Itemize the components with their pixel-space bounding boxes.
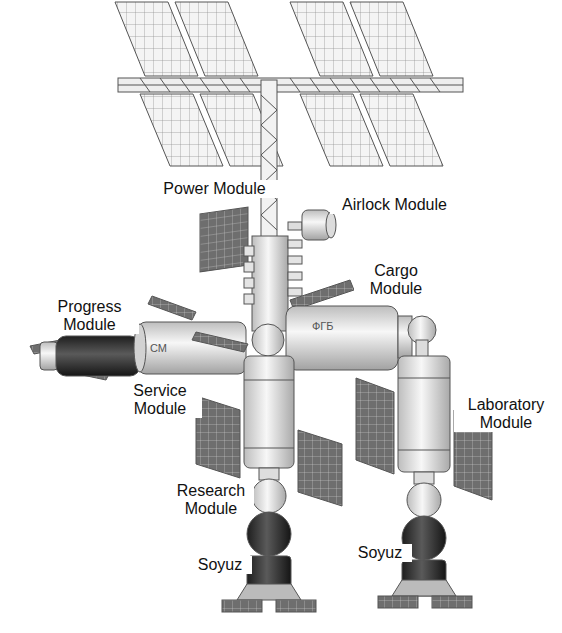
module-label: Research Module [168, 482, 254, 518]
module-label: Power Module [150, 180, 279, 198]
module-label: Progress Module [40, 298, 139, 334]
module-marking: СМ [150, 342, 167, 354]
spacecraft-label: Soyuz [188, 556, 252, 574]
module-label: Cargo Module [354, 262, 438, 298]
module-label: Airlock Module [330, 196, 459, 214]
module-label: Laboratory Module [454, 396, 558, 432]
module-marking: ФГБ [312, 320, 334, 332]
spacecraft-label: Soyuz [348, 544, 412, 562]
module-label: Service Module [118, 382, 202, 418]
